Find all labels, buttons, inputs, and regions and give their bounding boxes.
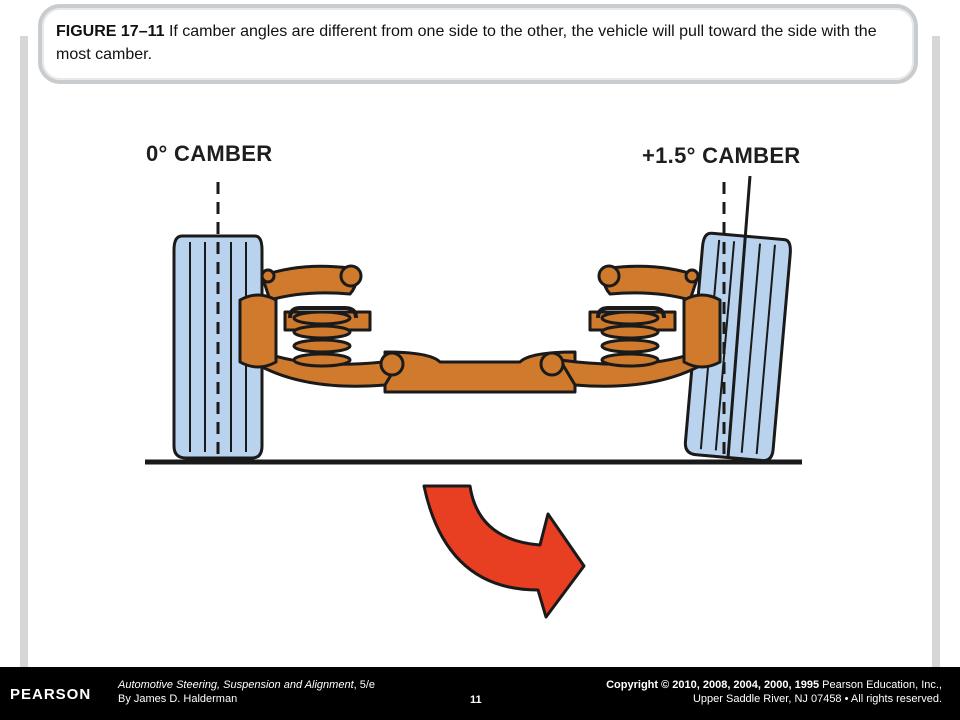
pearson-logo: PEARSON [10, 686, 92, 703]
left-coil-spring [288, 306, 358, 368]
caption-box [38, 4, 918, 84]
publisher-address: Upper Saddle River, NJ 07458 • All right… [692, 693, 942, 705]
figure-label: FIGURE 17–11 [56, 23, 165, 40]
pivot-bushings [260, 264, 700, 377]
book-edition: , 5/e [353, 679, 376, 691]
copyright-holder: Pearson Education, Inc., [819, 679, 942, 691]
copyright-years: Copyright © 2010, 2008, 2004, 2000, 1995 [606, 679, 820, 691]
left-camber-label: 0° CAMBER [146, 141, 273, 166]
figure-caption: FIGURE 17–11 If camber angles are differ… [56, 20, 896, 66]
footer-bar: PEARSON Automotive Steering, Suspension … [0, 667, 960, 720]
book-title: Automotive Steering, Suspension and Alig… [118, 679, 354, 691]
page-number: 11 [470, 694, 482, 706]
copyright-notice: Copyright © 2010, 2008, 2004, 2000, 1995… [606, 678, 942, 706]
right-camber-angle-line [726, 175, 752, 459]
book-author: By James D. Halderman [118, 693, 238, 705]
caption-text: If camber angles are different from one … [56, 23, 877, 63]
right-coil-spring [596, 306, 666, 368]
pull-direction-arrow [422, 484, 586, 619]
right-camber-label: +1.5° CAMBER [642, 143, 801, 168]
book-citation: Automotive Steering, Suspension and Alig… [118, 678, 375, 706]
